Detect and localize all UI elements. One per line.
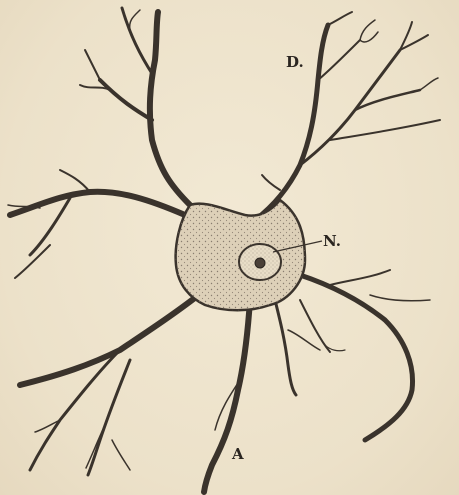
dendrite-lower bbox=[275, 300, 320, 395]
nucleolus bbox=[255, 258, 265, 268]
dendrite-upper-left bbox=[80, 8, 190, 205]
dendrite-left bbox=[8, 170, 185, 278]
label-dendrite: D. bbox=[286, 55, 304, 70]
label-axon: A bbox=[232, 447, 244, 462]
dendrite-upper-right bbox=[255, 12, 440, 220]
label-nucleus: N. bbox=[323, 234, 341, 249]
dendrite-right bbox=[300, 270, 430, 440]
axon bbox=[204, 300, 250, 492]
nucleus bbox=[239, 244, 281, 280]
dendrite-lower-left bbox=[20, 290, 205, 475]
